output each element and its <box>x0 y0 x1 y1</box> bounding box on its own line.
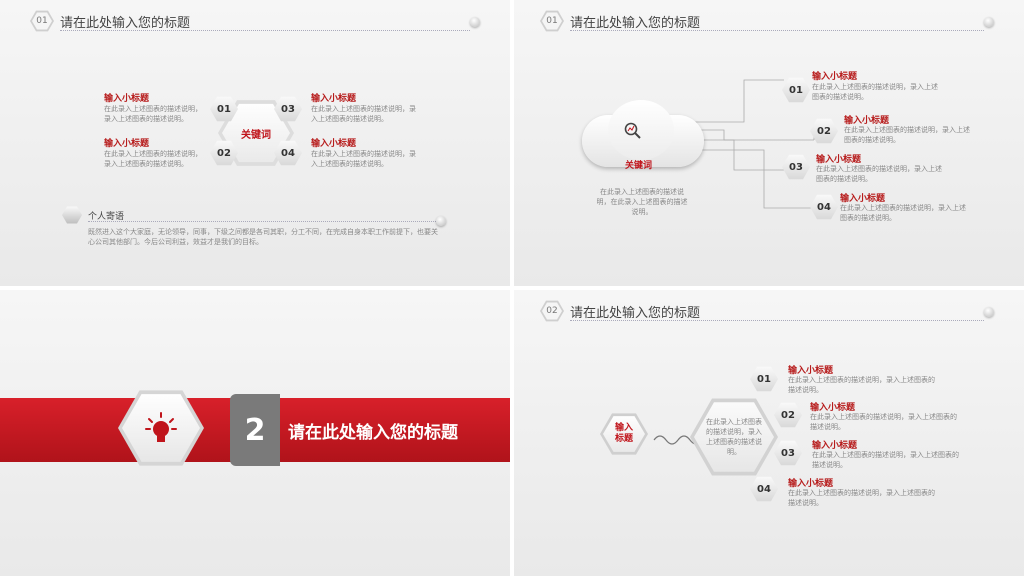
section-number: 2 <box>230 394 280 466</box>
item-heading-03: 输入小标题 <box>311 94 357 104</box>
title-underline <box>60 30 470 31</box>
slide-number-badge: 02 <box>540 300 564 322</box>
item-badge-02: 02 <box>774 402 802 428</box>
slide-1[interactable]: 01 请在此处输入您的标题 关键词 01 02 03 04 输入小标题 在此录入… <box>0 0 510 286</box>
message-title: 个人寄语 <box>88 212 125 222</box>
input-label: 输入标题 <box>614 423 633 444</box>
item-heading-04: 输入小标题 <box>840 194 886 204</box>
message-hex-icon <box>62 206 82 224</box>
item-desc-03: 在此录入上述图表的描述说明，录入上述图表的描述说明。 <box>812 451 959 469</box>
item-heading-02: 输入小标题 <box>104 139 150 149</box>
item-desc-02: 在此录入上述图表的描述说明，录入上述图表的描述说明。 <box>104 150 202 168</box>
slide-title: 请在此处输入您的标题 <box>60 16 191 31</box>
item-badge-01: 01 <box>782 77 810 103</box>
cloud-top <box>608 100 674 160</box>
item-desc-02: 在此录入上述图表的描述说明，录入上述图表的描述说明。 <box>844 126 970 144</box>
keyword-label: 关键词 <box>241 129 271 141</box>
item-heading-02: 输入小标题 <box>844 116 890 126</box>
item-desc-02: 在此录入上述图表的描述说明，录入上述图表的描述说明。 <box>810 413 957 431</box>
item-desc-01: 在此录入上述图表的描述说明，录入上述图表的描述说明。 <box>812 83 938 101</box>
slide-4[interactable]: 02 请在此处输入您的标题 输入标题 在此录入上述图表的描述说明，录入上述图表的… <box>514 290 1024 576</box>
slide-number-badge: 01 <box>30 10 54 32</box>
bulb-hex <box>122 394 200 462</box>
message-text: 既然进入这个大家庭，无论领导，同事，下级之间都是各司其职，分工不同，在完成自身本… <box>88 228 438 246</box>
item-badge-01: 01 <box>210 96 238 122</box>
item-heading-04: 输入小标题 <box>311 139 357 149</box>
title-dot <box>470 17 480 27</box>
slide-number-badge: 01 <box>540 10 564 32</box>
center-desc: 在此录入上述图表的描述说明，录入上述图表的描述说明。 <box>706 418 762 456</box>
item-desc-04: 在此录入上述图表的描述说明，录入上述图表的描述说明。 <box>788 489 935 507</box>
search-chart-icon <box>624 122 642 140</box>
item-heading-03: 输入小标题 <box>812 441 858 451</box>
item-badge-04: 04 <box>810 194 838 220</box>
cloud-desc: 在此录入上述图表的描述说明，在此录入上述图表的描述说明。 <box>596 188 688 216</box>
item-heading-01: 输入小标题 <box>788 366 834 376</box>
item-desc-03: 在此录入上述图表的描述说明，录入上述图表的描述说明。 <box>816 165 942 183</box>
title-underline <box>570 320 984 321</box>
slide-2[interactable]: 01 请在此处输入您的标题 关键词 在此录入上述图表的描述说明，在此录入上述图表… <box>514 0 1024 286</box>
item-heading-01: 输入小标题 <box>812 72 858 82</box>
item-desc-04: 在此录入上述图表的描述说明，录入上述图表的描述说明。 <box>311 150 416 168</box>
item-badge-01: 01 <box>750 366 778 392</box>
lightbulb-icon <box>145 412 177 442</box>
item-heading-02: 输入小标题 <box>810 403 856 413</box>
slide-title: 请在此处输入您的标题 <box>570 16 701 31</box>
message-dot <box>436 216 446 226</box>
item-badge-03: 03 <box>782 154 810 180</box>
item-heading-03: 输入小标题 <box>816 155 862 165</box>
cloud-keyword: 关键词 <box>625 161 653 171</box>
item-badge-02: 02 <box>210 140 238 166</box>
item-heading-04: 输入小标题 <box>788 479 834 489</box>
item-desc-03: 在此录入上述图表的描述说明，录入上述图表的描述说明。 <box>311 105 416 123</box>
title-underline <box>570 30 984 31</box>
item-badge-04: 04 <box>750 476 778 502</box>
item-desc-01: 在此录入上述图表的描述说明，录入上述图表的描述说明。 <box>104 105 202 123</box>
item-badge-03: 03 <box>774 440 802 466</box>
wave-connector <box>653 435 703 445</box>
message-underline <box>88 221 436 222</box>
title-dot <box>984 307 994 317</box>
item-desc-04: 在此录入上述图表的描述说明，录入上述图表的描述说明。 <box>840 204 966 222</box>
item-desc-01: 在此录入上述图表的描述说明，录入上述图表的描述说明。 <box>788 376 935 394</box>
slide-3[interactable]: 2 请在此处输入您的标题 <box>0 290 510 576</box>
section-title: 请在此处输入您的标题 <box>288 423 458 443</box>
item-heading-01: 输入小标题 <box>104 94 150 104</box>
item-badge-02: 02 <box>810 118 838 144</box>
title-dot <box>984 17 994 27</box>
slide-title: 请在此处输入您的标题 <box>570 306 701 321</box>
